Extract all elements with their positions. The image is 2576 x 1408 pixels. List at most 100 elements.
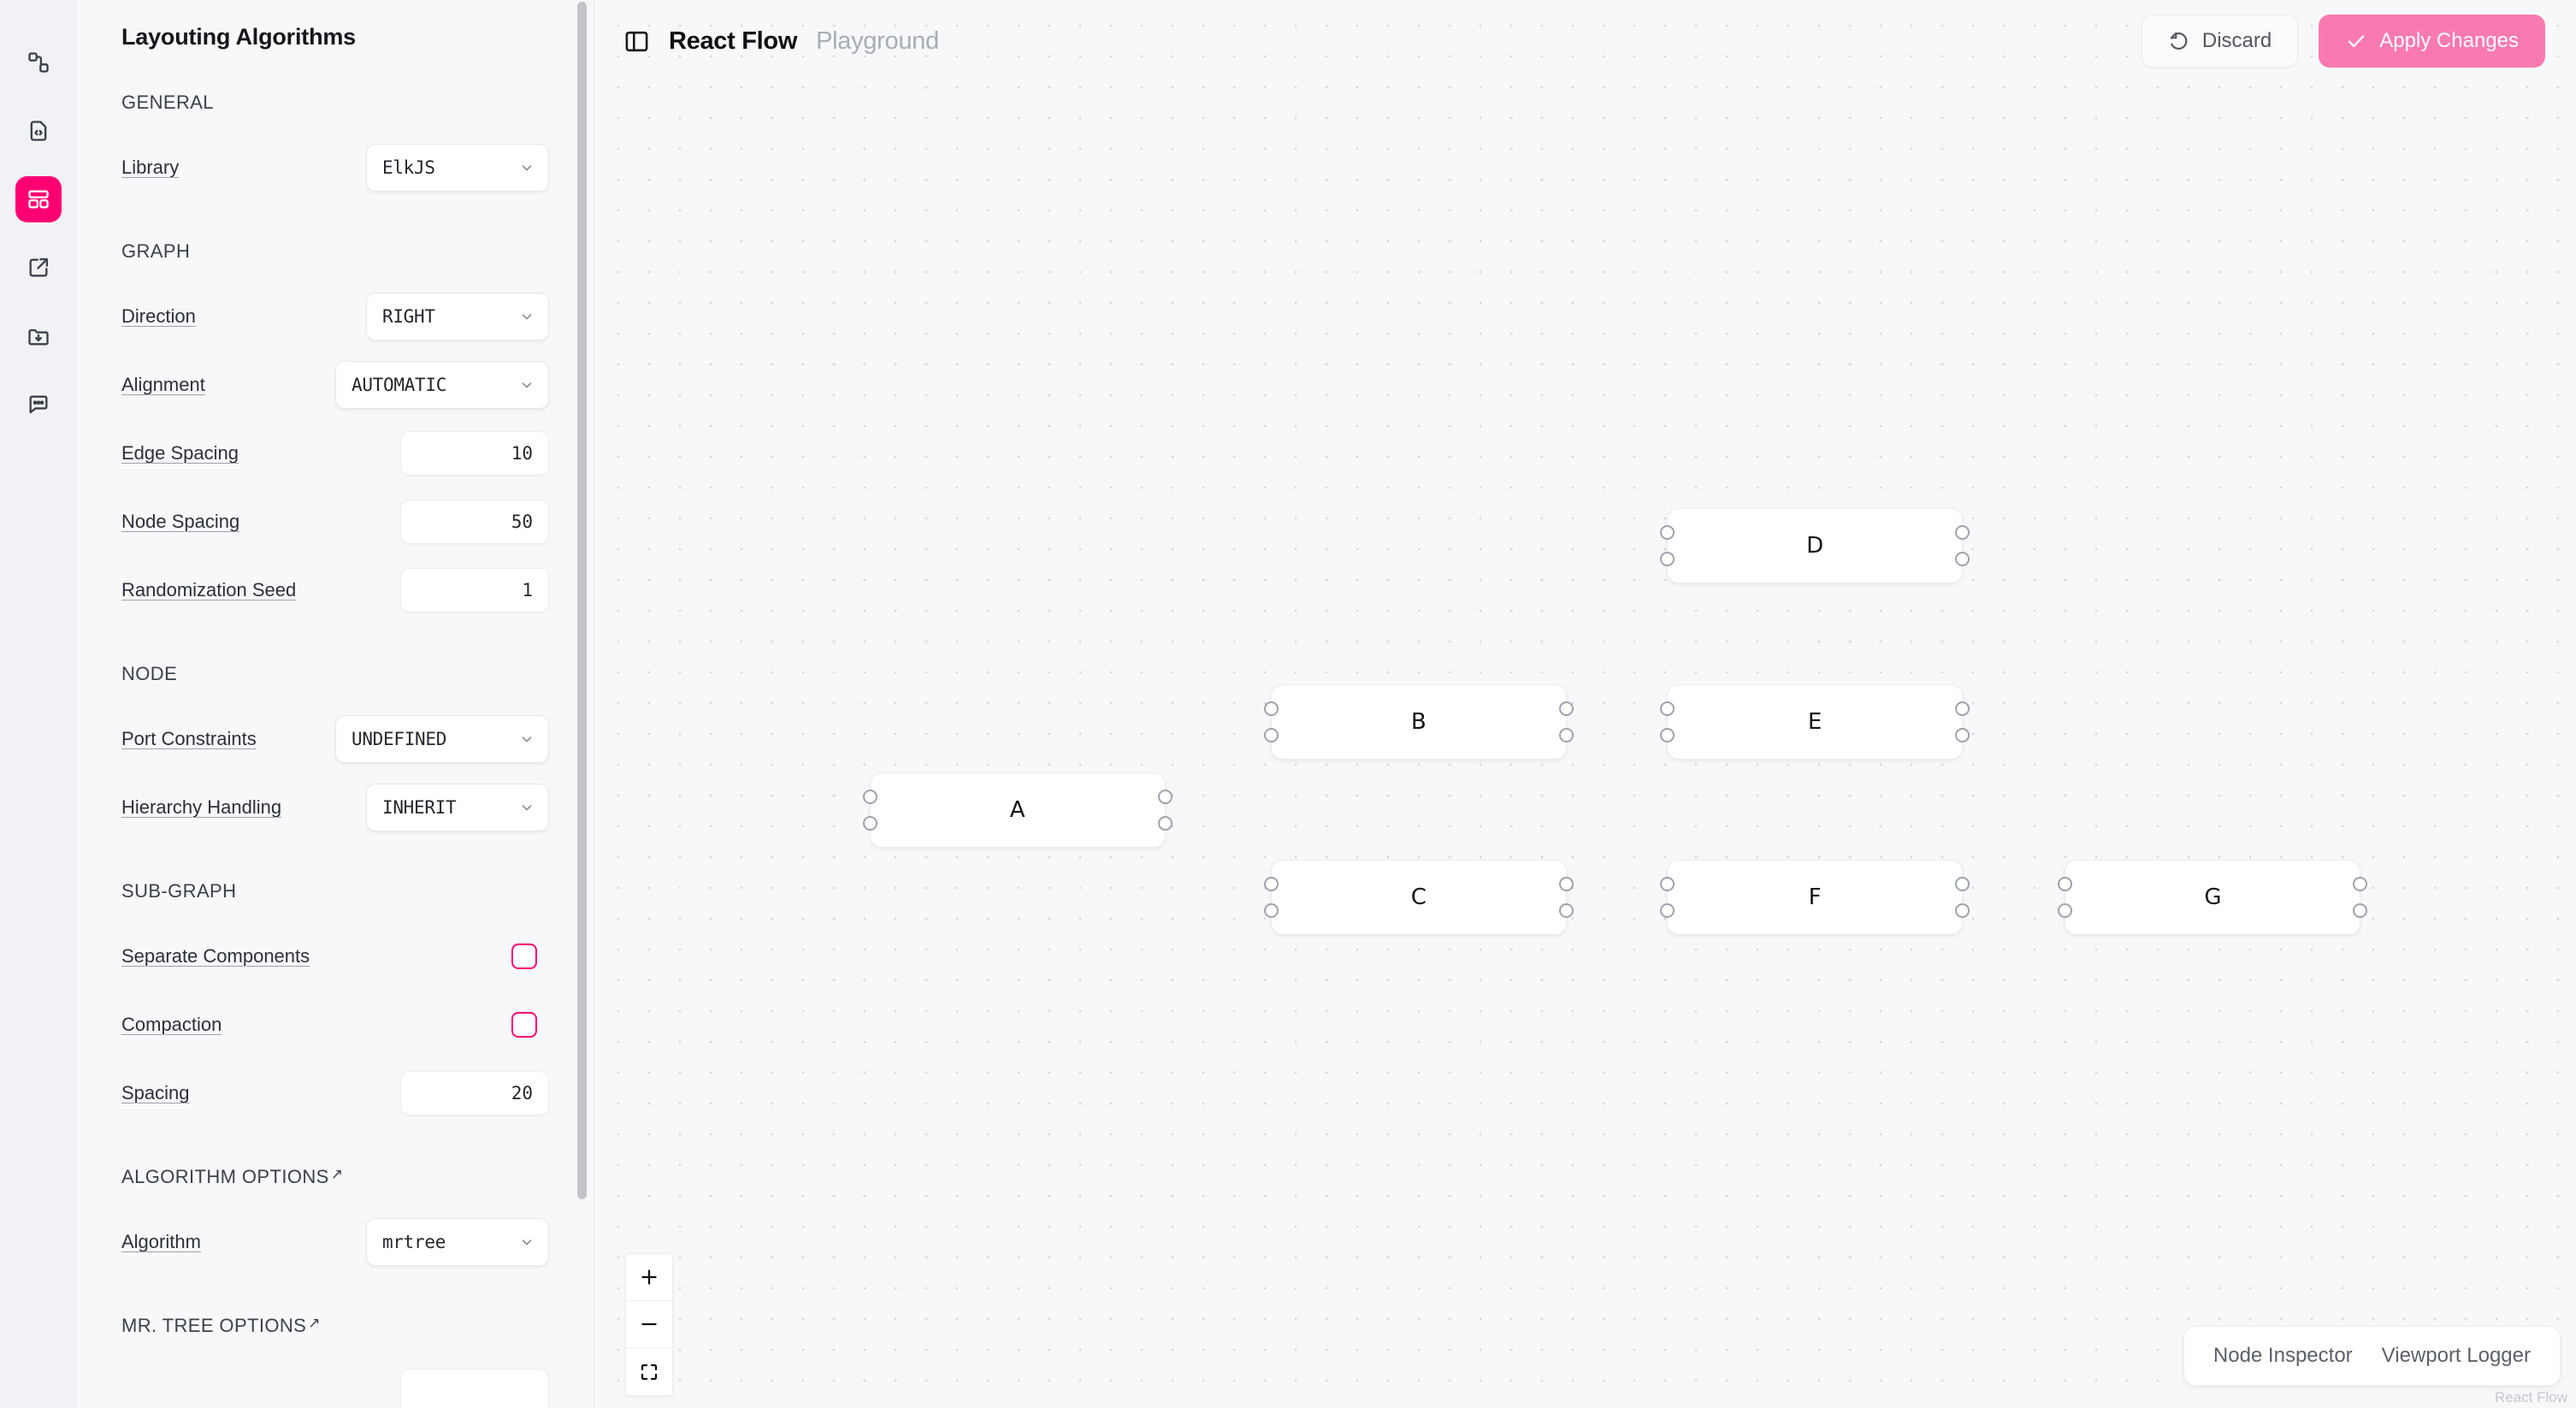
setting-select[interactable]: mrtree [366,1218,549,1266]
section-heading[interactable]: MR. TREE OPTIONS↗ [121,1315,549,1337]
brand-subtitle: Playground [816,27,939,55]
discard-button[interactable]: Discard [2141,15,2299,68]
setting-label[interactable]: Alignment [121,374,205,395]
rail-item-graph[interactable] [15,39,62,86]
apply-changes-button[interactable]: Apply Changes [2319,15,2545,68]
node-handle[interactable] [1263,902,1279,918]
node-handle[interactable] [1955,552,1970,567]
flow-node[interactable]: D [1660,508,1970,584]
number-value: 50 [511,512,533,532]
setting-checkbox[interactable] [511,944,537,969]
node-handle[interactable] [1955,727,1970,742]
flow-node[interactable]: A [862,772,1173,849]
settings-row: Port Constraints UNDEFINED [121,714,549,764]
node-handle[interactable] [2058,902,2073,918]
section-heading: GENERAL [121,92,549,114]
node-handle[interactable] [1660,727,1675,742]
rail-item-download[interactable] [15,313,62,359]
node-handle[interactable] [1157,816,1173,831]
setting-number-input[interactable] [400,1369,549,1408]
settings-row: Separate Components [121,932,549,981]
setting-label[interactable]: Library [121,157,180,178]
node-handle[interactable] [1955,525,1970,541]
node-handle[interactable] [1263,727,1279,742]
setting-label[interactable]: Compaction [121,1014,222,1035]
setting-label[interactable]: Randomization Seed [121,579,297,600]
sidebar-scrollbar[interactable] [577,0,587,1408]
node-handle[interactable] [1263,876,1279,891]
settings-row [121,1366,549,1408]
node-handle[interactable] [1157,790,1173,805]
setting-checkbox[interactable] [511,1012,537,1038]
settings-row: Spacing 20 [121,1068,549,1118]
node-handle[interactable] [862,790,877,805]
node-handle[interactable] [2353,876,2368,891]
setting-number-input[interactable]: 20 [400,1071,549,1115]
setting-select[interactable]: UNDEFINED [335,715,549,763]
setting-number-input[interactable]: 50 [400,500,549,544]
select-value: UNDEFINED [352,729,447,749]
setting-label[interactable]: Algorithm [121,1231,201,1252]
node-handle[interactable] [862,816,877,831]
flow-node[interactable]: G [2058,859,2368,935]
node-handle[interactable] [1955,876,1970,891]
setting-label[interactable]: Port Constraints [121,728,257,749]
node-handle[interactable] [1558,701,1574,716]
setting-label[interactable]: Separate Components [121,945,310,967]
rail-item-layout[interactable] [15,176,62,222]
rail-item-feedback[interactable] [15,382,62,428]
fit-view-button[interactable] [626,1348,672,1395]
section-heading-label: ALGORITHM OPTIONS [121,1166,329,1187]
comment-dots-icon [27,393,50,417]
flow-node[interactable]: C [1263,859,1574,935]
tab-node-inspector[interactable]: Node Inspector [2213,1344,2353,1367]
settings-row: Algorithm mrtree [121,1217,549,1267]
node-handle[interactable] [1660,525,1675,541]
fit-view-icon [639,1362,659,1382]
flow-node[interactable]: F [1660,859,1970,935]
setting-select[interactable]: AUTOMATIC [335,361,549,409]
rail-item-code[interactable] [15,108,62,154]
node-handle[interactable] [1660,701,1675,716]
node-handle[interactable] [2058,876,2073,891]
zoom-out-button[interactable] [626,1301,672,1348]
node-handle[interactable] [1955,701,1970,716]
setting-number-input[interactable]: 10 [400,431,549,476]
setting-select[interactable]: ElkJS [366,144,549,192]
number-value: 20 [511,1083,533,1103]
flow-node-label: C [1410,884,1427,910]
setting-label[interactable]: Hierarchy Handling [121,796,282,818]
node-handle[interactable] [1660,552,1675,567]
node-handle[interactable] [1263,701,1279,716]
flow-node[interactable]: B [1263,683,1574,760]
node-handle[interactable] [2353,902,2368,918]
section-heading[interactable]: ALGORITHM OPTIONS↗ [121,1166,549,1188]
node-handle[interactable] [1660,902,1675,918]
setting-label[interactable]: Node Spacing [121,511,240,532]
flow-canvas[interactable]: React Flow Playground Discard [594,0,2576,1408]
node-handle[interactable] [1558,727,1574,742]
zoom-in-button[interactable] [626,1254,672,1301]
setting-label[interactable]: Spacing [121,1082,190,1103]
setting-number-input[interactable]: 1 [400,568,549,612]
brand-name: React Flow [669,27,798,55]
setting-select[interactable]: INHERIT [366,784,549,831]
react-flow-attribution[interactable]: React Flow [2494,1389,2567,1405]
setting-select[interactable]: RIGHT [366,293,549,340]
node-handle[interactable] [1955,902,1970,918]
setting-label[interactable]: Edge Spacing [121,442,239,464]
flow-node[interactable]: E [1660,683,1970,760]
sidebar-scrollbar-thumb[interactable] [577,2,587,1199]
rail-item-open-external[interactable] [15,245,62,291]
flow-node-label: E [1807,708,1823,735]
tab-viewport-logger[interactable]: Viewport Logger [2381,1344,2531,1367]
panel-toggle-icon[interactable] [623,28,650,55]
setting-label[interactable]: Direction [121,305,196,327]
node-handle[interactable] [1660,876,1675,891]
node-handle[interactable] [1558,876,1574,891]
node-handle[interactable] [1558,902,1574,918]
